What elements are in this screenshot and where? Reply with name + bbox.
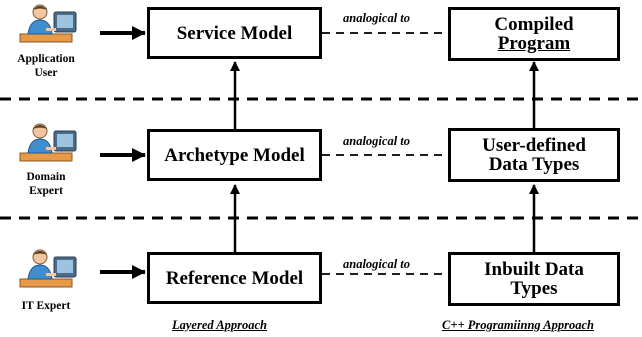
user-defined-data-types-box: User-defined Data Types xyxy=(448,128,620,182)
box-label-line: Data Types xyxy=(488,154,580,175)
inbuilt-data-types-box: Inbuilt Data Types xyxy=(448,252,620,306)
caption-layered-approach: Layered Approach xyxy=(172,318,268,332)
box-label-line: Compiled xyxy=(494,14,574,35)
archetype-model-box: Archetype Model xyxy=(147,129,322,181)
compiled-program-box: Compiled Program xyxy=(448,7,620,61)
box-label-line: Types xyxy=(510,278,558,299)
actor-label-domain-expert: Domain Expert xyxy=(0,170,101,199)
actor-label-it-expert: IT Expert xyxy=(0,299,101,313)
actor-label-application-user: Application User xyxy=(0,52,101,81)
box-label-line: Inbuilt Data xyxy=(484,259,584,280)
box-label-line: User-defined xyxy=(482,135,586,156)
person-at-computer-icon xyxy=(10,2,90,48)
analogy-label: analogical to xyxy=(343,11,411,25)
box-label: Service Model xyxy=(176,22,293,44)
actor-label-line: Domain xyxy=(26,171,66,183)
person-at-computer-icon xyxy=(10,247,90,293)
box-label: Archetype Model xyxy=(164,144,305,166)
actor-label-line: User xyxy=(34,67,58,80)
reference-model-box: Reference Model xyxy=(147,252,322,304)
analogy-label: analogical to xyxy=(343,134,411,148)
box-label: Reference Model xyxy=(165,267,304,289)
actor-label-line: Application xyxy=(17,53,75,65)
box-label-line: Program xyxy=(497,33,571,54)
person-at-computer-icon xyxy=(10,121,90,167)
service-model-box: Service Model xyxy=(147,7,322,59)
caption-cpp-approach: C++ Programiinng Approach xyxy=(442,318,595,332)
analogy-label: analogical to xyxy=(343,257,411,271)
actor-label-line: Expert xyxy=(29,185,63,198)
actor-label-line: IT Expert xyxy=(21,300,71,312)
